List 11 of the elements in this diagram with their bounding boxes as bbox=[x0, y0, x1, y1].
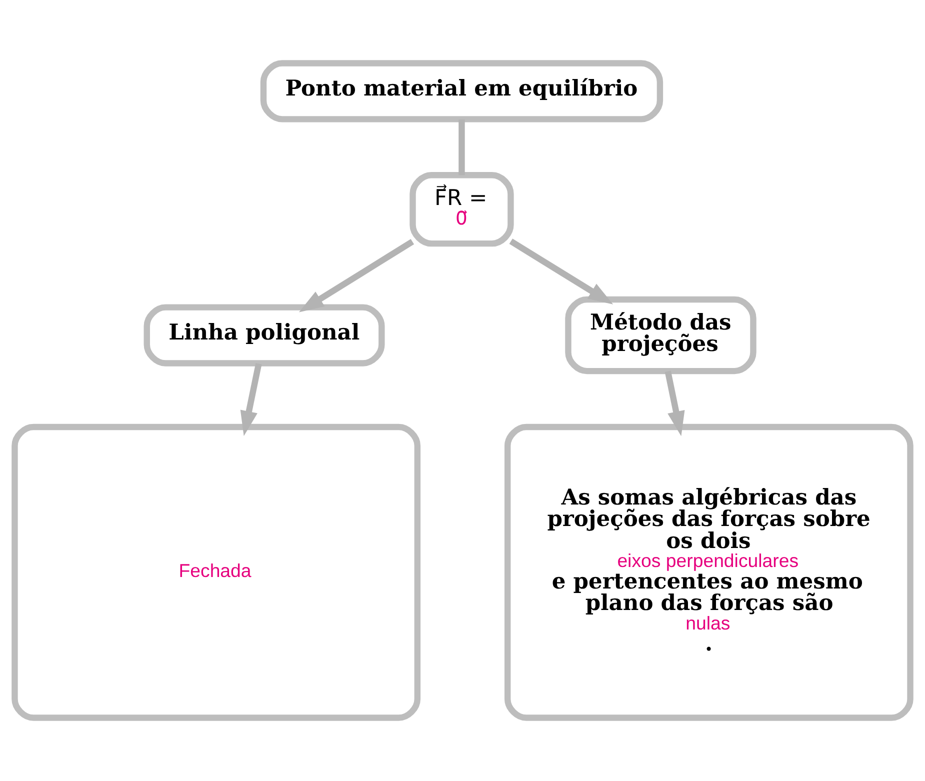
arrow bbox=[240, 363, 262, 436]
arrow bbox=[664, 370, 685, 436]
node-box: Ponto material em equilíbrio bbox=[260, 60, 664, 122]
arrow bbox=[509, 238, 614, 304]
node-box: Método das projeções bbox=[565, 296, 756, 374]
arrow bbox=[298, 238, 414, 312]
node-box: Linha poligonal bbox=[144, 304, 385, 366]
connector bbox=[458, 119, 465, 176]
node-box: As somas algébricas das projeções das forças sobre os dois eixos perpendiculares e pertencentes ao mesmo plano das forças são nulas . bbox=[504, 424, 914, 721]
node-box: F⃗R = 0⃗ bbox=[410, 172, 514, 247]
node-box: Fechada bbox=[12, 424, 421, 721]
